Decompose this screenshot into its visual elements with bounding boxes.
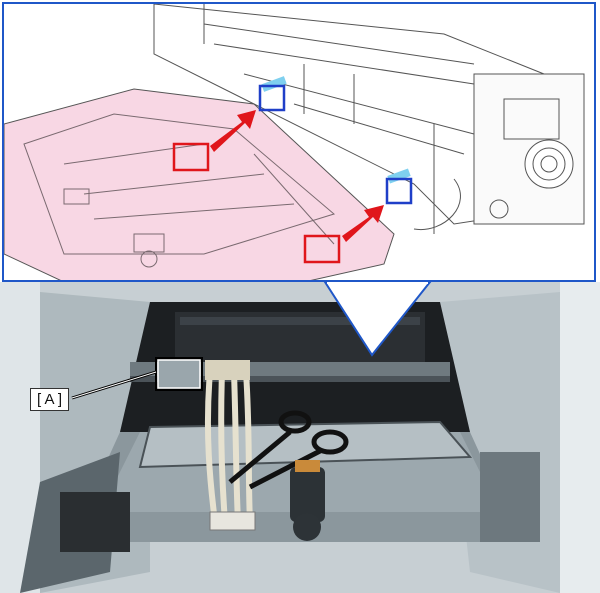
callout-label-a: [ A ] xyxy=(30,388,70,411)
cyan-marker xyxy=(387,168,411,184)
red-arrow-icon xyxy=(210,110,384,242)
photo-drawing xyxy=(0,282,600,593)
exploded-view-callout xyxy=(2,2,596,282)
exploded-view-drawing xyxy=(4,4,585,280)
blue-marker-icon xyxy=(258,84,286,112)
blue-marker-icon xyxy=(385,177,413,205)
cyan-marker xyxy=(261,76,287,92)
printer-interior-photo xyxy=(0,282,600,593)
pink-tray xyxy=(4,88,395,280)
red-target-box xyxy=(172,142,210,172)
red-target-box xyxy=(303,234,341,264)
